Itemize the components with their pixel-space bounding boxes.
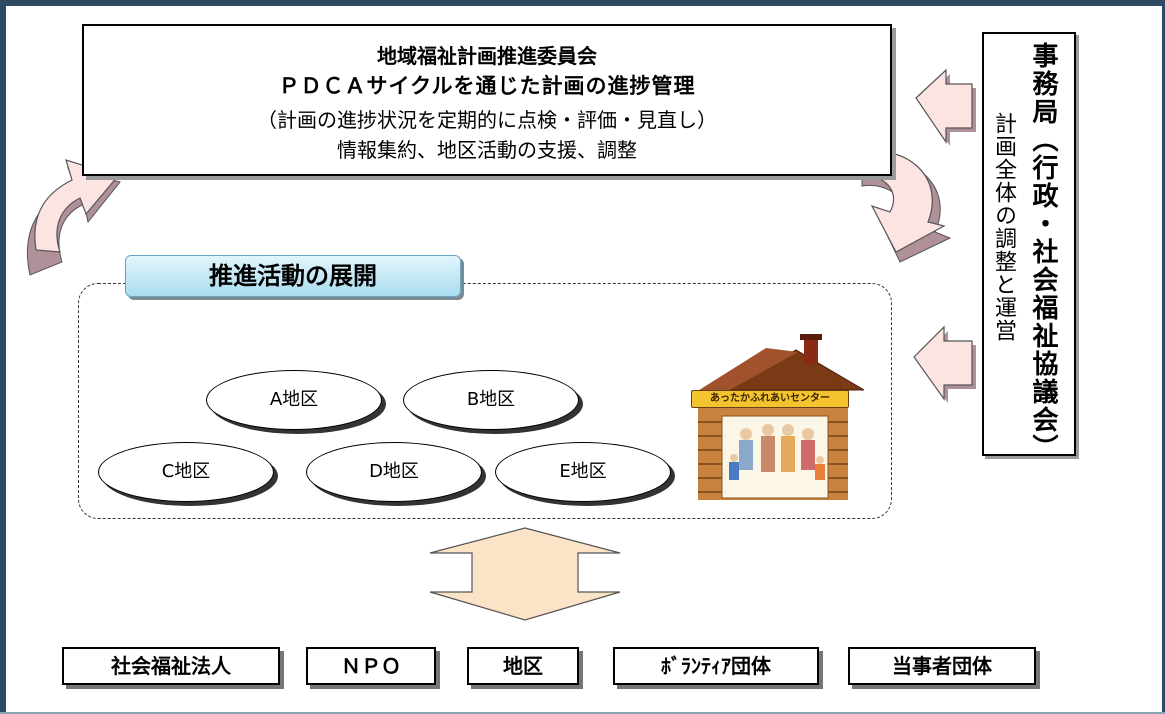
org-social-welfare-corp: 社会福祉法人 [62, 647, 280, 685]
left-cycle-arrow-icon [26, 159, 121, 276]
frame-border-right [1162, 0, 1165, 714]
frame-border-bottom [0, 712, 1165, 714]
community-center-house-icon [696, 334, 864, 500]
left-arrow-upper-icon [915, 68, 976, 146]
org-npo: ＮＰＯ [306, 647, 436, 685]
org-stakeholder: 当事者団体 [848, 647, 1036, 685]
frame-border-top [0, 0, 1165, 6]
secretariat-subtitle: 計画全体の調整と運営 [991, 112, 1016, 342]
secretariat-title: 事務局（行政・社会福祉協議会） [1028, 42, 1058, 462]
left-arrow-lower-icon [913, 325, 976, 403]
org-volunteer: ﾎﾞﾗﾝﾃｨｱ団体 [613, 647, 819, 685]
secretariat-box: 事務局（行政・社会福祉協議会） 計画全体の調整と運営 [982, 32, 1076, 462]
district-b: B地区 [403, 370, 579, 430]
org-district: 地区 [467, 647, 579, 685]
right-cycle-arrow-icon [849, 150, 952, 263]
committee-box: 地域福祉計画推進委員会 ＰＤＣＡサイクルを通じた計画の進捗管理 （計画の進捗状況… [82, 24, 892, 176]
frame-border-left [0, 0, 6, 714]
family-figures [729, 424, 825, 480]
district-e: E地区 [495, 442, 671, 502]
district-a: A地区 [206, 370, 382, 430]
district-d: D地区 [306, 442, 482, 502]
committee-title: 地域福祉計画推進委員会 [377, 44, 597, 68]
bidirectional-arrow-icon [429, 527, 621, 621]
center-sign: あったかふれあいセンター [691, 390, 849, 408]
district-c: C地区 [98, 442, 274, 502]
committee-pdca: ＰＤＣＡサイクルを通じた計画の進捗管理 [278, 74, 696, 98]
promotion-label: 推進活動の展開 [125, 255, 461, 297]
promotion-area [78, 283, 892, 519]
committee-support: 情報集約、地区活動の支援、調整 [337, 138, 637, 162]
committee-review: （計画の進捗状況を定期的に点検・評価・見直し） [257, 108, 717, 132]
